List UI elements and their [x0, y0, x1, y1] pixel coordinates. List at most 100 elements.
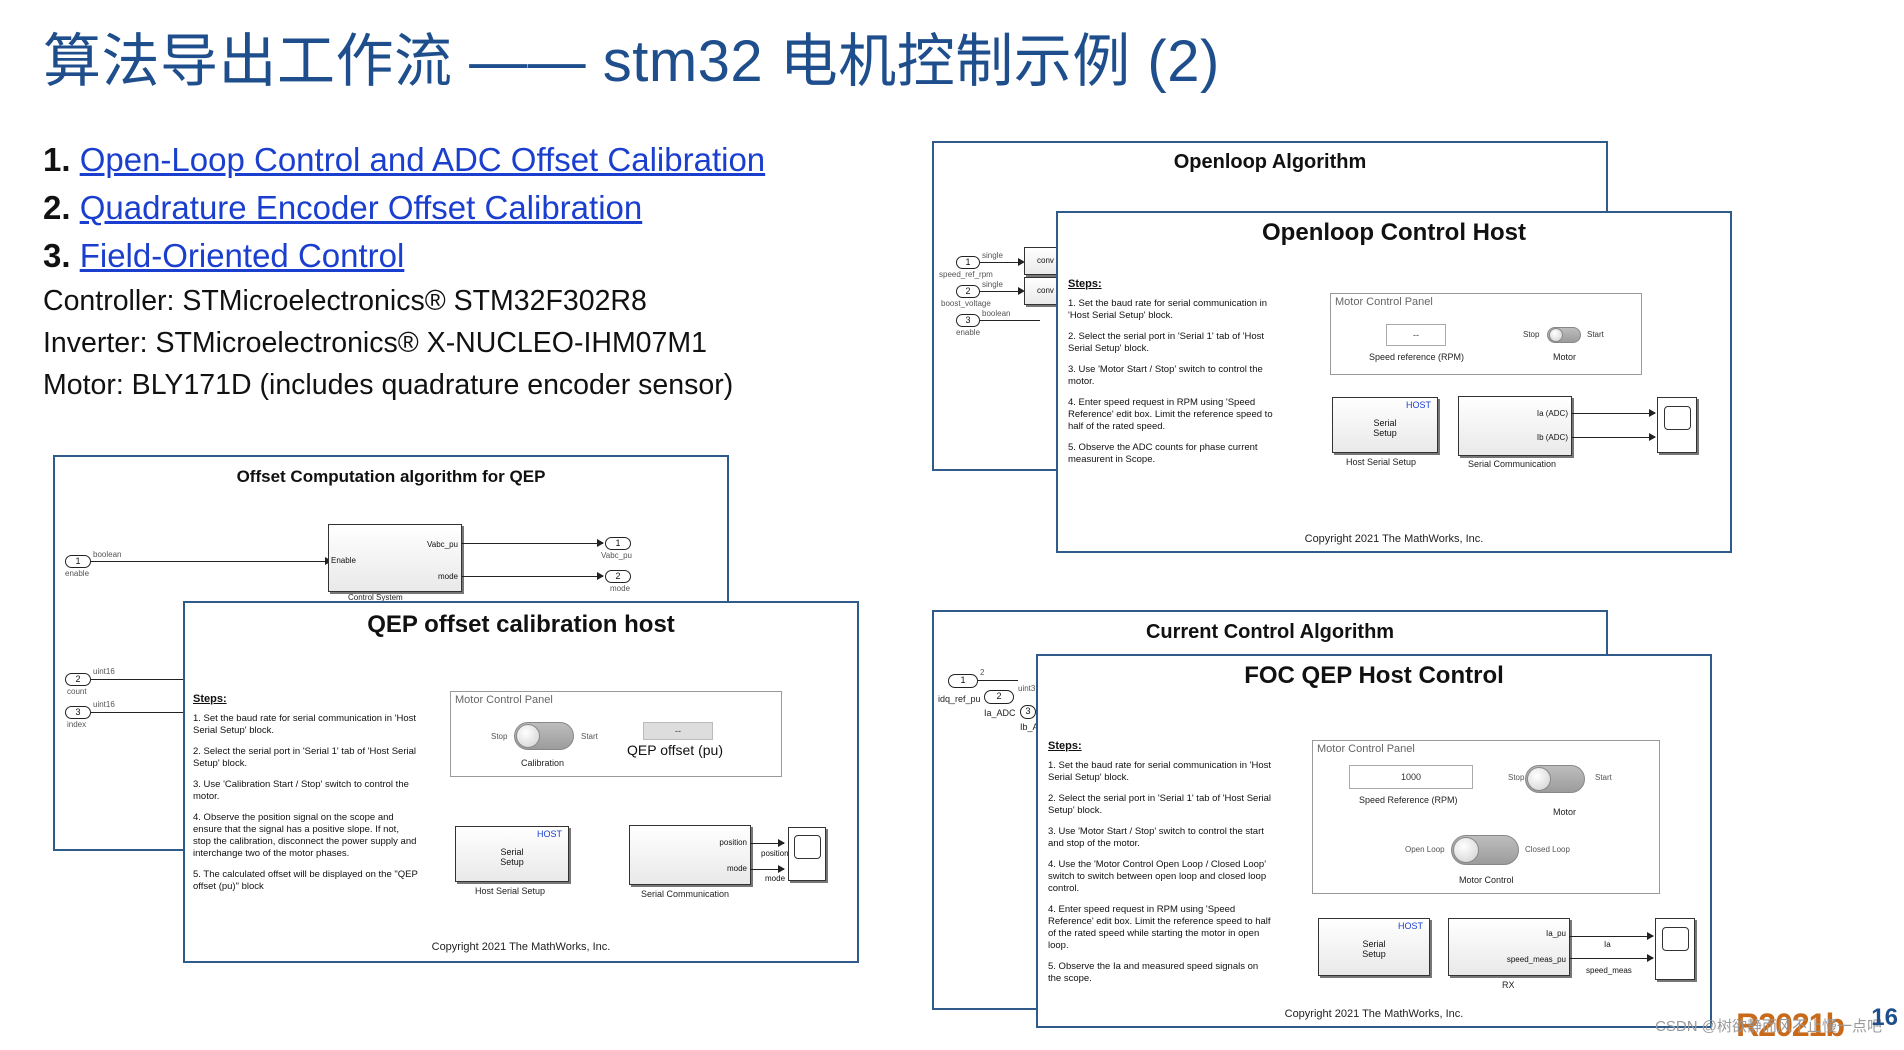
scope-block[interactable] [1655, 918, 1695, 980]
port-label: speed_ref_rpm [939, 270, 993, 279]
step-item: 2. Select the serial port in 'Serial 1' … [1048, 793, 1271, 816]
toggle-knob [1453, 837, 1479, 863]
rx-block[interactable]: Ia_pu speed_meas_pu [1448, 918, 1570, 976]
arrow-head [778, 839, 785, 847]
serial-communication-block[interactable]: position mode [629, 825, 751, 885]
edit-label: Speed Reference (RPM) [1359, 795, 1458, 805]
inport-2[interactable]: 2 [956, 285, 980, 298]
motor-control-panel: Motor Control Panel 1000 Speed Reference… [1312, 740, 1660, 894]
steps-list: Steps: 1. Set the baud rate for serial c… [193, 693, 419, 902]
loop-mode-toggle[interactable] [1451, 835, 1519, 865]
step-item: 5. Observe the Ia and measured speed sig… [1048, 961, 1259, 984]
signal-type: boolean [93, 550, 122, 559]
signal-line [1571, 413, 1655, 414]
scope-block[interactable] [1657, 397, 1697, 453]
calibration-toggle[interactable] [514, 722, 574, 750]
signal-line [91, 712, 187, 713]
inverter-text: Inverter: STMicroelectronics® X-NUCLEO-I… [43, 327, 707, 359]
controller-text: Controller: STMicroelectronics® STM32F30… [43, 285, 647, 317]
serial-communication-block[interactable]: Ia (ADC) Ib (ADC) [1458, 396, 1572, 456]
inport-1[interactable]: 1 [948, 674, 978, 688]
control-system-block[interactable]: Enable Vabc_pu mode [328, 524, 462, 592]
block-label: RX [1502, 980, 1515, 990]
link-field-oriented-control[interactable]: Field-Oriented Control [79, 237, 405, 274]
port-label: count [67, 687, 87, 696]
port-label: index [67, 720, 87, 729]
step-item: 3. Use 'Calibration Start / Stop' switch… [193, 779, 409, 802]
closed-loop-label: Closed Loop [1525, 845, 1570, 854]
step-item: 1. Set the baud rate for serial communic… [1048, 760, 1272, 783]
step-item: 1. Set the baud rate for serial communic… [1068, 298, 1268, 321]
stop-label: Stop [1523, 330, 1540, 339]
block-port: Ib (ADC) [1536, 433, 1568, 442]
panel-caption: Motor Control Panel [1335, 296, 1433, 308]
scope-screen [1662, 927, 1689, 951]
steps-heading: Steps: [1068, 278, 1102, 290]
list-number: 2. [43, 189, 71, 226]
block-port: Ia_pu [1545, 929, 1566, 938]
outport-2[interactable]: 2 [605, 570, 631, 583]
list-number: 3. [43, 237, 71, 274]
block-label: Serial Communication [641, 889, 730, 899]
link-open-loop-control[interactable]: Open-Loop Control and ADC Offset Calibra… [79, 141, 766, 178]
signal-line [980, 262, 1022, 263]
inport-3[interactable]: 3 [65, 706, 91, 719]
signal-type: single [982, 280, 1003, 289]
hardware-info: Controller: STMicroelectronics® STM32F30… [43, 280, 733, 406]
inport-2[interactable]: 2 [65, 673, 91, 686]
step-item: 3. Use 'Motor Start / Stop' switch to co… [1068, 364, 1263, 387]
block-port: mode [437, 572, 458, 581]
signal-line [1569, 958, 1653, 959]
link-encoder-offset-calibration[interactable]: Quadrature Encoder Offset Calibration [79, 189, 643, 226]
signal-line [1569, 936, 1653, 937]
list-number: 1. [43, 141, 71, 178]
inport-1[interactable]: 1 [956, 256, 980, 269]
toggle-label: Calibration [521, 758, 565, 768]
copyright: Copyright 2021 The MathWorks, Inc. [1284, 1008, 1464, 1020]
port-label: mode [610, 584, 631, 593]
panel-title: Current Control Algorithm [1145, 621, 1395, 643]
scope-screen [1664, 406, 1691, 430]
port-label: enable [956, 328, 981, 337]
block-text: conv [1037, 256, 1054, 265]
stop-label: Stop [491, 732, 508, 741]
inport-2[interactable]: 2 [984, 690, 1014, 704]
start-label: Start [1587, 330, 1604, 339]
step-item: 4. Use the 'Motor Control Open Loop / Cl… [1048, 859, 1267, 894]
host-tag: HOST [1397, 921, 1423, 931]
toggle-knob [516, 724, 540, 748]
outport-1[interactable]: 1 [605, 537, 631, 550]
signal-type: 2 [980, 668, 985, 677]
motor-toggle[interactable] [1547, 327, 1581, 343]
step-item: 1. Set the baud rate for serial communic… [193, 713, 417, 736]
arrow-head [1649, 433, 1656, 441]
speed-reference-input[interactable]: -- [1386, 324, 1446, 346]
speed-reference-input[interactable]: 1000 [1349, 765, 1473, 789]
motor-control-panel: Motor Control Panel Stop Start Calibrati… [450, 691, 782, 777]
qep-host-panel: QEP offset calibration host Steps: 1. Se… [183, 601, 859, 963]
qep-offset-display: -- [643, 722, 713, 740]
arrow-head [1018, 287, 1025, 295]
motor-toggle[interactable] [1525, 765, 1585, 793]
start-label: Start [1595, 773, 1612, 782]
block-label: Control System [348, 593, 403, 602]
scope-screen [794, 835, 821, 859]
signal-label: Ia [1604, 940, 1611, 949]
signal-line [980, 291, 1022, 292]
steps-heading: Steps: [1048, 740, 1082, 752]
copyright: Copyright 2021 The MathWorks, Inc. [1304, 533, 1484, 545]
panel-title: Openloop Algorithm [1173, 151, 1367, 173]
scope-block[interactable] [788, 827, 826, 881]
toggle-label: Motor [1553, 807, 1577, 817]
inport-3[interactable]: 3 [956, 314, 980, 327]
panel-caption: Motor Control Panel [1317, 743, 1415, 755]
step-item: 4. Enter speed request in RPM using 'Spe… [1048, 904, 1271, 951]
inport-3[interactable]: 3 [1020, 705, 1036, 719]
inport-1[interactable]: 1 [65, 555, 91, 568]
toggle-label: Motor [1553, 352, 1577, 362]
